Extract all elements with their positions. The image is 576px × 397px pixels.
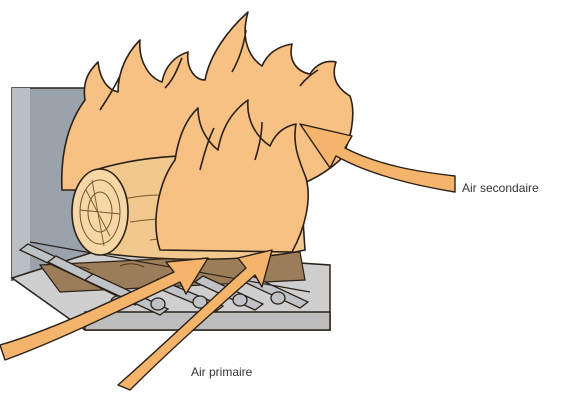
secondary-air-arrow-icon bbox=[300, 124, 455, 192]
primary-air-label: Air primaire bbox=[191, 365, 252, 379]
secondary-air-label: Air secondaire bbox=[462, 181, 539, 195]
